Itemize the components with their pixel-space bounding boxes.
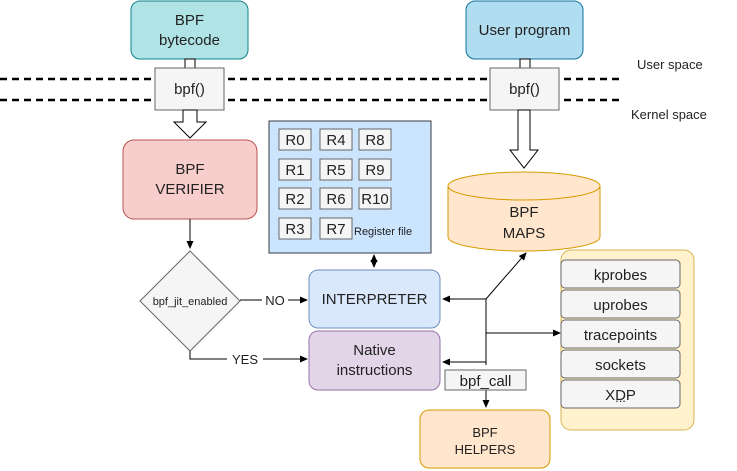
svg-text:User program: User program — [479, 22, 571, 39]
interpreter-node: INTERPRETER — [308, 269, 441, 329]
svg-text:R8: R8 — [365, 132, 384, 149]
svg-text:R3: R3 — [285, 221, 304, 238]
svg-text:R9: R9 — [365, 162, 384, 179]
block-arrow-to-verifier — [172, 109, 208, 139]
svg-text:R4: R4 — [326, 132, 345, 149]
yes-edge — [189, 351, 308, 363]
bpf-helpers-node: BPF HELPERS — [419, 409, 551, 469]
svg-text:R1: R1 — [285, 162, 304, 179]
svg-text:XDP: XDP — [605, 387, 636, 404]
svg-text:BPF: BPF — [472, 425, 497, 440]
svg-text:MAPS: MAPS — [503, 225, 546, 242]
bpf-call-label-box: bpf_call — [444, 369, 527, 391]
svg-text:bytecode: bytecode — [159, 32, 220, 49]
svg-text:...: ... — [615, 390, 626, 405]
register-r6: R6 — [319, 187, 353, 210]
register-r8: R8 — [358, 128, 392, 151]
svg-text:INTERPRETER: INTERPRETER — [322, 291, 428, 308]
bpf-bytecode-node: BPF bytecode — [130, 0, 249, 60]
block-arrow-to-maps — [508, 109, 540, 169]
user-program-node: User program — [465, 0, 584, 60]
kernel-space-label: Kernel space — [631, 107, 707, 122]
svg-text:bpf_call: bpf_call — [460, 373, 512, 390]
svg-text:tracepoints: tracepoints — [584, 327, 657, 344]
svg-text:VERIFIER: VERIFIER — [155, 181, 224, 198]
register-r9: R9 — [358, 158, 392, 181]
svg-text:kprobes: kprobes — [594, 267, 647, 284]
svg-text:bpf(): bpf() — [509, 81, 540, 98]
no-edge-label: NO — [265, 293, 285, 308]
register-r4: R4 — [319, 128, 353, 151]
svg-text:BPF: BPF — [175, 161, 204, 178]
hook-item: uprobes — [560, 289, 681, 319]
register-r10: R10 — [358, 187, 392, 210]
register-r0: R0 — [278, 128, 312, 151]
bpf-maps-node: BPF MAPS — [447, 171, 601, 252]
svg-text:bpf_jit_enabled: bpf_jit_enabled — [153, 296, 228, 308]
svg-text:R7: R7 — [326, 221, 345, 238]
bpf-syscall-left: bpf() — [154, 67, 225, 111]
svg-text:R6: R6 — [326, 191, 345, 208]
register-file-caption: Register file — [354, 226, 412, 238]
hook-item: ... — [615, 390, 626, 405]
svg-text:uprobes: uprobes — [593, 297, 647, 314]
svg-text:R5: R5 — [326, 162, 345, 179]
to-maps-edge — [485, 252, 527, 300]
svg-text:bpf(): bpf() — [174, 81, 205, 98]
svg-text:R0: R0 — [285, 132, 304, 149]
register-r7: R7 — [319, 217, 353, 240]
svg-text:Native: Native — [353, 342, 396, 359]
user-program-connector — [519, 58, 531, 69]
svg-text:BPF: BPF — [509, 204, 538, 221]
bytecode-connector — [184, 58, 196, 69]
register-r2: R2 — [278, 187, 312, 210]
svg-text:instructions: instructions — [337, 362, 413, 379]
bpf-verifier-node: BPF VERIFIER — [122, 139, 258, 220]
svg-text:R10: R10 — [361, 191, 389, 208]
svg-text:HELPERS: HELPERS — [455, 442, 516, 457]
register-r3: R3 — [278, 217, 312, 240]
svg-text:BPF: BPF — [175, 12, 204, 29]
yes-edge-label: YES — [232, 352, 258, 367]
bpf-syscall-right: bpf() — [489, 67, 560, 111]
native-instructions-node: Native instructions — [308, 330, 441, 391]
svg-text:sockets: sockets — [595, 357, 646, 374]
hook-item: kprobes — [560, 259, 681, 289]
svg-text:R2: R2 — [285, 191, 304, 208]
hook-points-list: kprobes uprobes tracepoints socketsXDP... — [560, 249, 695, 431]
hook-item: tracepoints — [560, 319, 681, 349]
user-space-label: User space — [637, 57, 703, 72]
jit-decision-node: bpf_jit_enabled — [139, 250, 241, 352]
register-r1: R1 — [278, 158, 312, 181]
register-r5: R5 — [319, 158, 353, 181]
hook-item: XDP — [560, 379, 681, 409]
hook-item: sockets — [560, 349, 681, 379]
